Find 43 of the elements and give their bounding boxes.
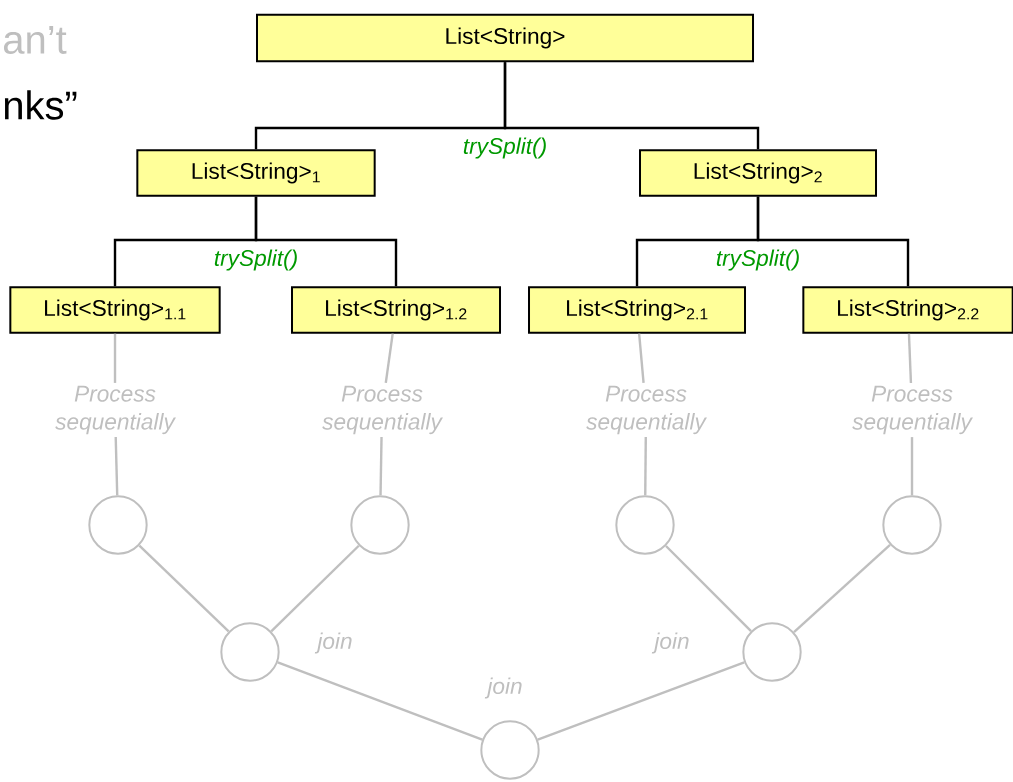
connector-line xyxy=(665,545,752,632)
connector-line xyxy=(503,62,760,150)
list-box: List<String> xyxy=(256,13,754,63)
connector-line xyxy=(537,661,745,741)
connector-line xyxy=(644,437,647,496)
slide-text: an’t xyxy=(3,26,67,54)
connector-line xyxy=(384,333,394,384)
join-circle xyxy=(88,495,148,555)
connector-line xyxy=(270,544,360,633)
list-box: List<String>$_{1}$ xyxy=(136,149,376,197)
connector-line xyxy=(379,437,383,496)
edge-label: trySplit() xyxy=(461,136,549,160)
edge-label: trySplit() xyxy=(212,248,300,272)
join-circle xyxy=(350,495,410,555)
connector-line xyxy=(756,196,910,287)
list-box: List<String>$_{1.2}$ xyxy=(291,286,501,334)
connector-line xyxy=(907,333,913,383)
join-label: join xyxy=(484,677,522,699)
connector-line xyxy=(254,196,398,287)
edge-label: trySplit() xyxy=(714,248,802,272)
list-box: List<String>$_{1.1}$ xyxy=(9,286,221,334)
join-label: join xyxy=(651,632,689,654)
slide-text: nks” xyxy=(4,90,77,120)
connector-line xyxy=(637,333,645,384)
step-text: Process sequentially xyxy=(586,385,707,435)
join-circle xyxy=(882,495,942,555)
connector-line xyxy=(277,661,483,741)
connector-line xyxy=(138,544,230,633)
join-circle xyxy=(220,622,280,682)
join-circle xyxy=(615,495,675,555)
connector-line xyxy=(114,437,119,496)
step-text: Process sequentially xyxy=(852,385,973,435)
list-box: List<String>$_{2.2}$ xyxy=(802,286,1013,334)
connector-line xyxy=(910,437,914,496)
step-text: Process sequentially xyxy=(55,385,176,435)
step-text: Process sequentially xyxy=(322,385,443,435)
connector-line xyxy=(113,333,117,383)
join-circle xyxy=(480,720,540,780)
list-box: List<String>$_{2}$ xyxy=(639,149,877,197)
list-box: List<String>$_{2.1}$ xyxy=(528,286,746,334)
join-circle xyxy=(742,622,802,682)
join-label: join xyxy=(314,632,352,654)
connector-line xyxy=(793,544,891,633)
